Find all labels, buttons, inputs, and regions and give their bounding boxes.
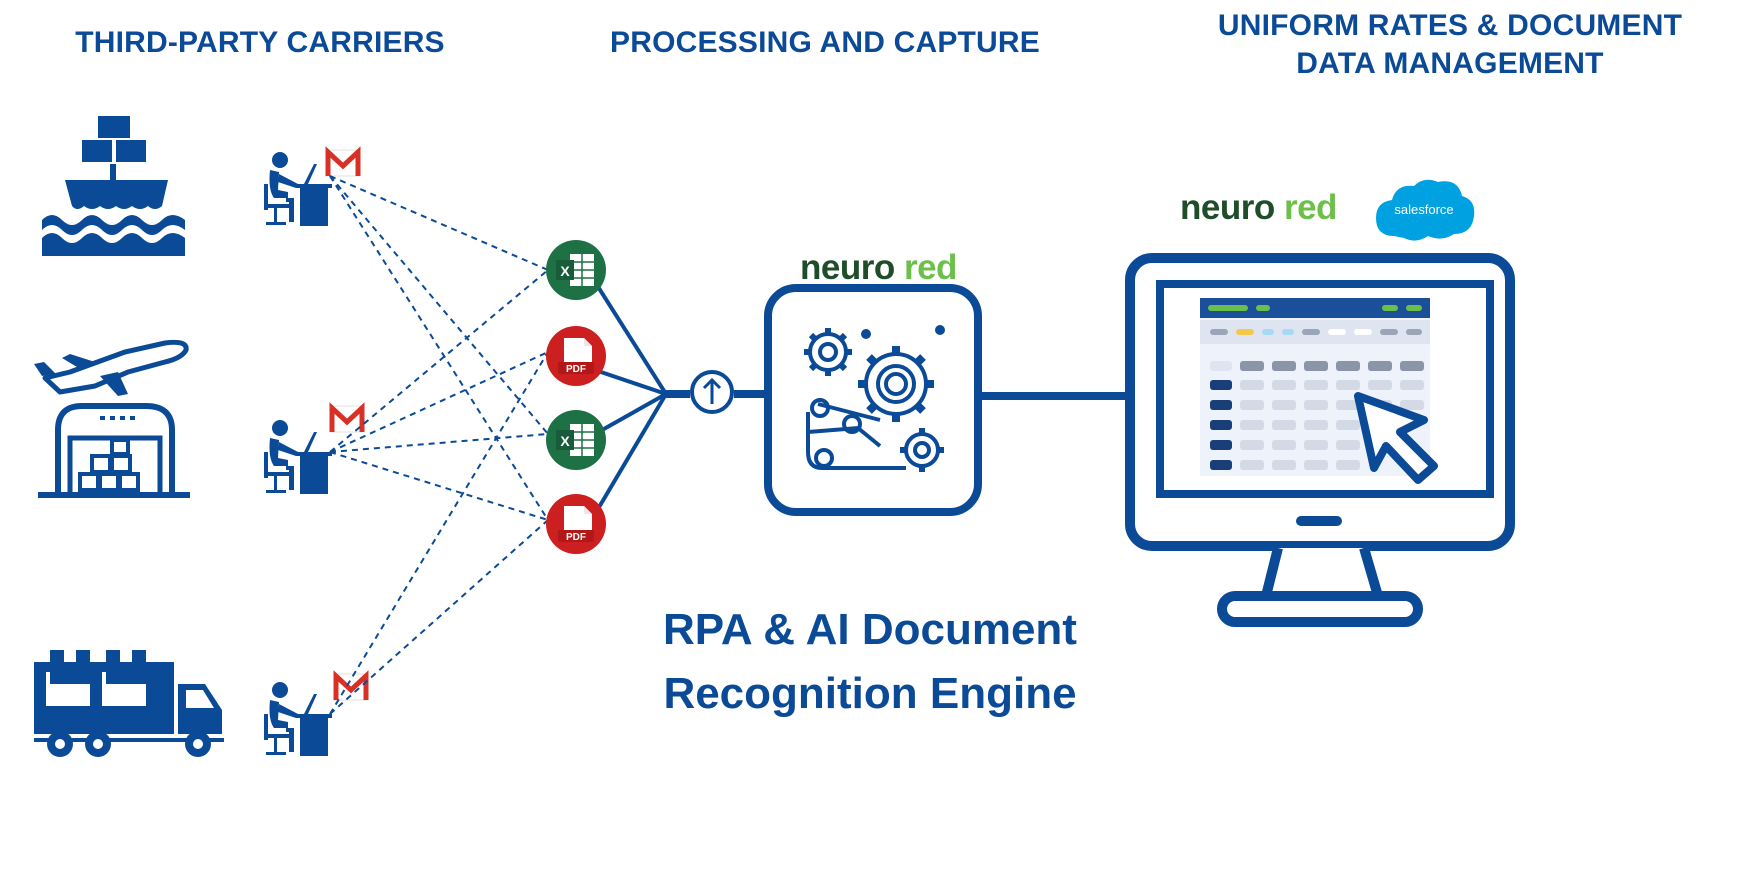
pdf-file-icon: PDF	[546, 494, 606, 554]
excel-file-icon: X	[546, 240, 606, 300]
salesforce-logo: salesforce	[1376, 179, 1475, 241]
excel-file-icon: X	[546, 410, 606, 470]
monitor-icon	[1125, 253, 1515, 627]
neurored-logo-part2: red	[903, 248, 957, 287]
neurored-logo-part1: neuro	[800, 248, 895, 287]
gmail-icon	[333, 670, 369, 701]
pdf-label: PDF	[566, 532, 586, 543]
neurored-logo-part1: neuro	[1180, 188, 1275, 227]
output-heading: UNIFORM RATES & DOCUMENT DATA MANAGEMENT	[1200, 7, 1700, 83]
output-heading-line1: UNIFORM RATES & DOCUMENT	[1217, 9, 1683, 42]
salesforce-wordmark: salesforce	[1394, 202, 1453, 217]
belt-icon	[806, 325, 945, 470]
worker-icon	[264, 420, 332, 494]
gear-icon	[900, 428, 944, 472]
worker-icon	[264, 682, 332, 756]
carriers-heading: THIRD-PARTY CARRIERS	[75, 26, 445, 59]
email-connectors	[329, 175, 549, 715]
neurored-logo-part2: red	[1283, 188, 1337, 227]
delivery-truck-icon	[34, 650, 224, 757]
cargo-ship-icon	[42, 116, 185, 256]
engine-title: RPA & AI Document Recognition Engine	[640, 598, 1100, 726]
gear-icon	[858, 346, 934, 422]
processing-heading: PROCESSING AND CAPTURE	[610, 26, 1040, 59]
neurored-logo-output: neuro red	[1180, 188, 1337, 228]
engine-box	[764, 284, 982, 516]
excel-letter: X	[560, 433, 570, 449]
neurored-logo-engine: neuro red	[800, 248, 957, 288]
engine-title-line2: Recognition Engine	[663, 669, 1077, 718]
pdf-file-icon: PDF	[546, 326, 606, 386]
pdf-label: PDF	[566, 364, 586, 375]
worker-icon	[264, 152, 332, 226]
engine-title-line1: RPA & AI Document	[663, 605, 1077, 654]
output-heading-line2: DATA MANAGEMENT	[1296, 47, 1604, 80]
airplane-warehouse-icon	[34, 339, 190, 498]
gmail-icon	[325, 146, 361, 177]
gmail-icon	[329, 402, 365, 433]
excel-letter: X	[560, 263, 570, 279]
gear-icon	[804, 328, 852, 376]
document-connectors	[593, 280, 1128, 516]
cursor-icon	[1354, 392, 1438, 484]
upload-icon	[690, 370, 734, 414]
